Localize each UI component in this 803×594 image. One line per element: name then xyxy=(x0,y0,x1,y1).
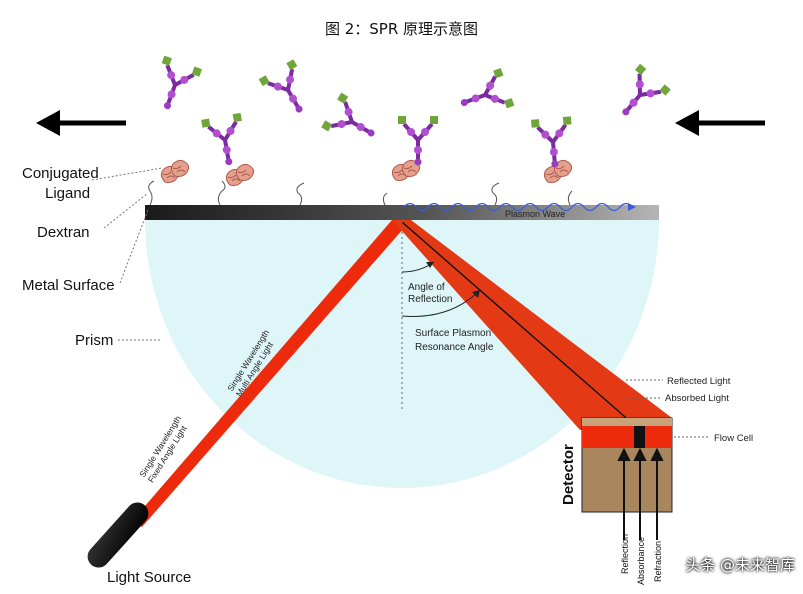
conjugated-label-1: Conjugated xyxy=(22,165,99,182)
flow-arrow-left xyxy=(36,110,126,136)
conjugated-label-2: Ligand xyxy=(45,185,90,202)
metal-surface-bar xyxy=(145,205,659,220)
incident-beam xyxy=(132,220,411,527)
absorbed-light-line xyxy=(401,221,641,431)
dextran-strands xyxy=(148,180,573,206)
light-source-label: Light Source xyxy=(107,569,191,586)
det-reflection-label: Reflection xyxy=(620,534,630,574)
absorbed-spot xyxy=(634,426,645,448)
metal-surface-label: Metal Surface xyxy=(22,277,115,294)
prism-label: Prism xyxy=(75,332,113,349)
flow-cell-top xyxy=(582,418,672,426)
reflected-light-label: Reflected Light xyxy=(667,376,731,387)
dextran-label: Dextran xyxy=(37,224,90,241)
light-source-device xyxy=(87,502,149,568)
plasmon-wave-arrowhead xyxy=(628,203,636,211)
det-refraction-label: Refraction xyxy=(653,541,663,582)
detector-label: Detector xyxy=(560,444,577,505)
spr-angle-label-1: Surface Plasmon xyxy=(415,328,491,339)
detector-arrows xyxy=(617,447,664,540)
angle-reflection-label-1: Angle of xyxy=(408,282,445,293)
reflected-beam xyxy=(392,220,672,430)
spr-angle-arc xyxy=(401,289,481,317)
det-absorbance-label: Absorbance xyxy=(636,537,646,585)
flow-arrow-right xyxy=(675,110,765,136)
flow-cell-band xyxy=(582,426,672,448)
absorbed-light-label: Absorbed Light xyxy=(665,393,729,404)
angle-reflection-label-2: Reflection xyxy=(408,294,452,305)
flow-cell-label: Flow Cell xyxy=(714,433,753,444)
plasmon-wave-label: Plasmon Wave xyxy=(505,209,565,219)
plasmon-wave xyxy=(403,202,633,212)
figure-title: 图 2：SPR 原理示意图 xyxy=(324,20,479,38)
spr-angle-label-2: Resonance Angle xyxy=(415,342,494,353)
watermark: 头条 @未来智库 xyxy=(685,556,795,574)
analyte-antibodies xyxy=(145,53,673,172)
